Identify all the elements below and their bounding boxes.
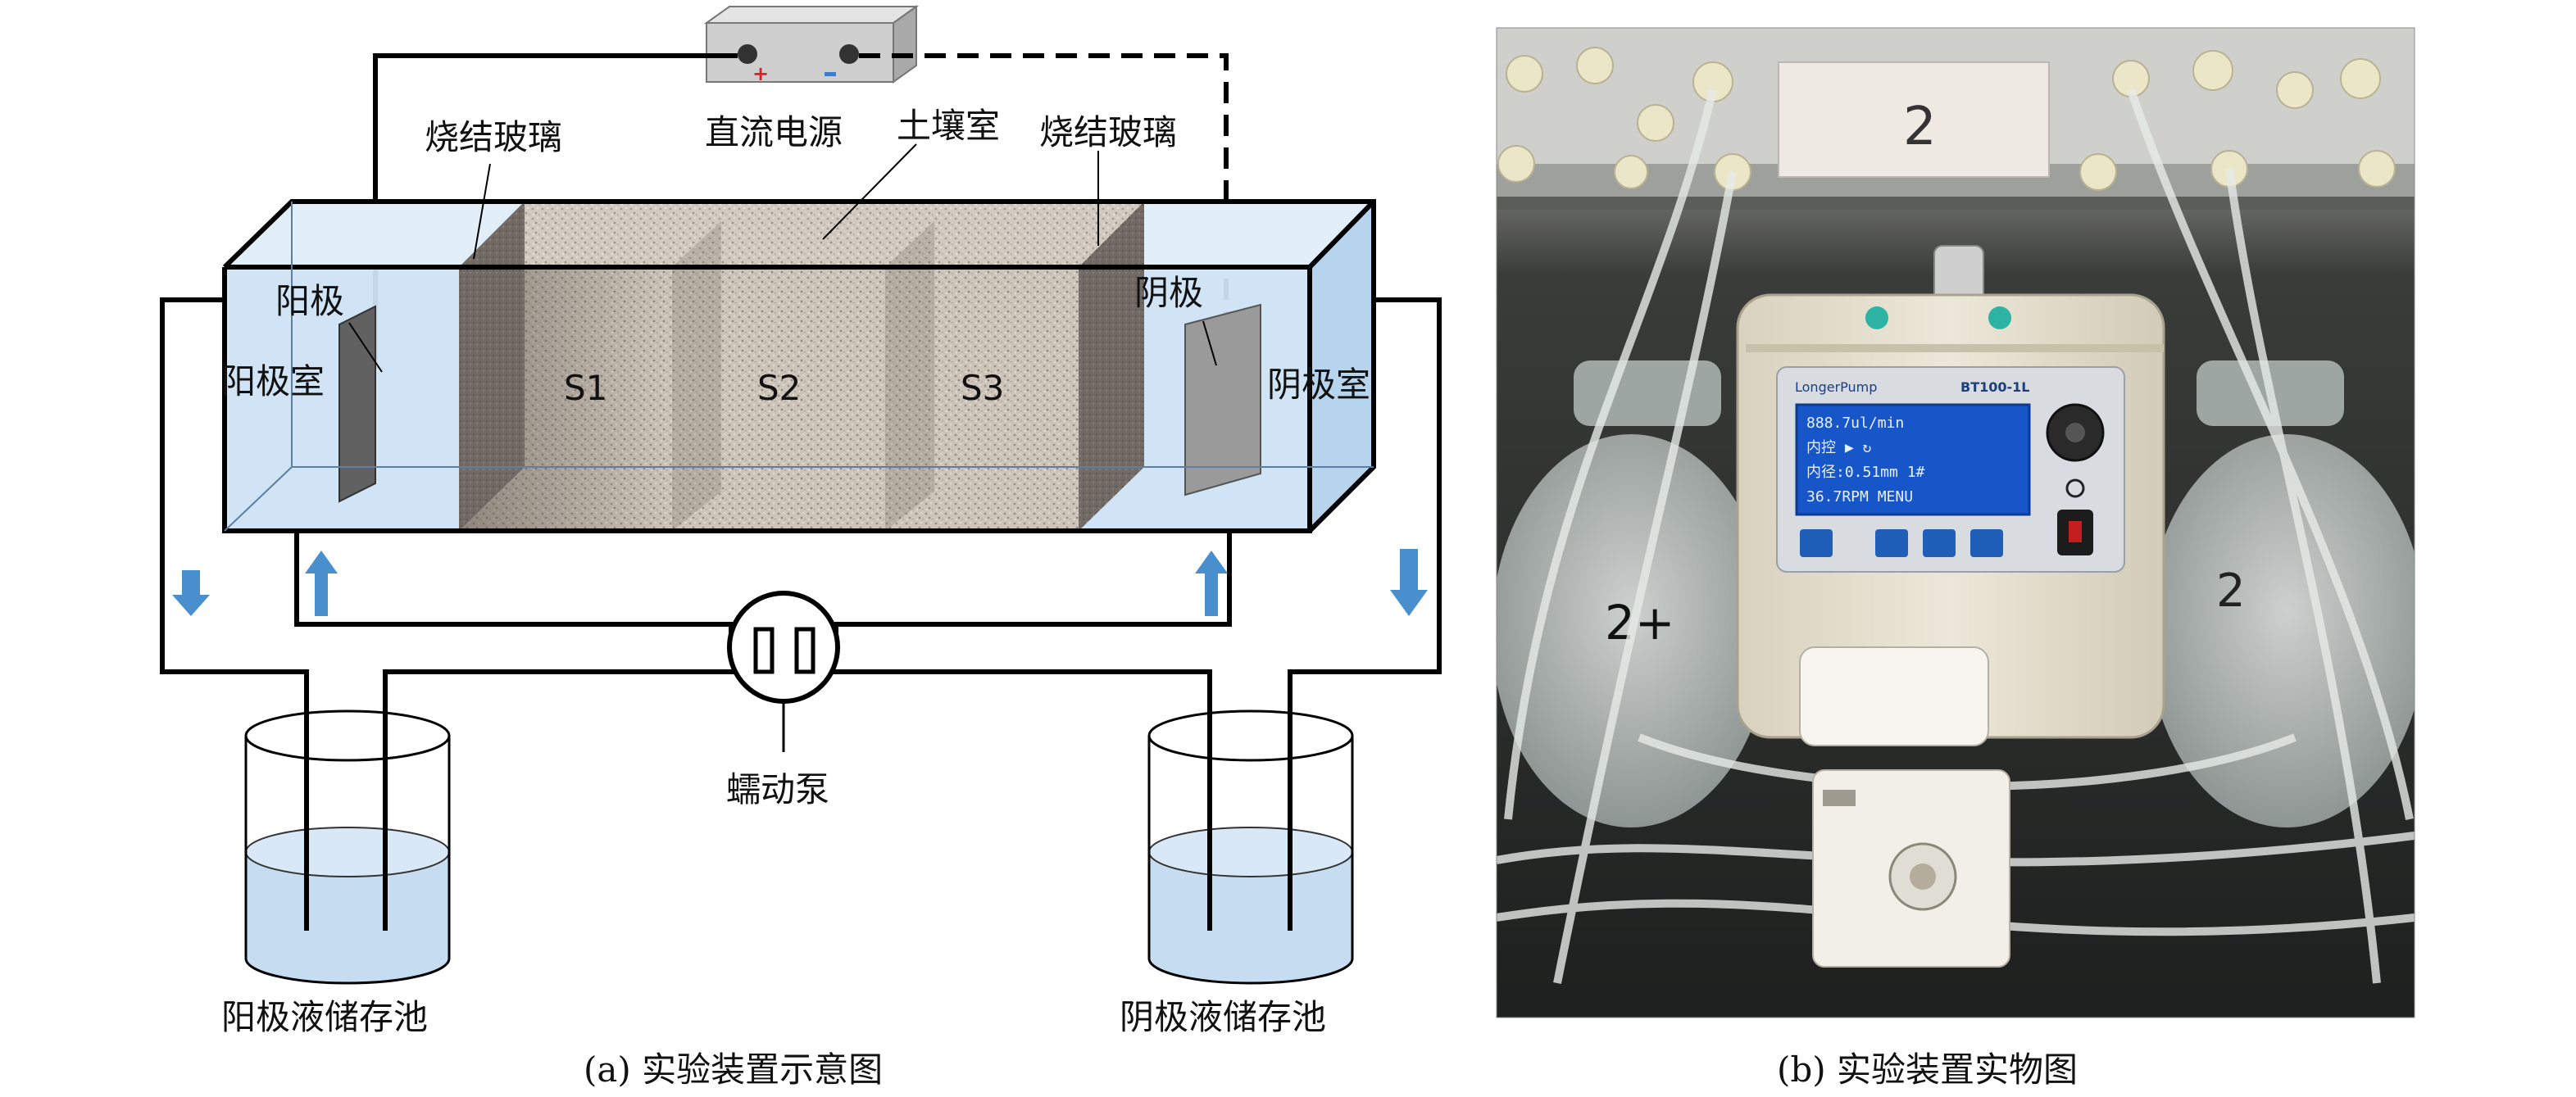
- photo-panel: 2 2+ 2: [1496, 27, 2415, 1090]
- lcd-line-1: 888.7ul/min: [1806, 415, 1904, 432]
- section-s3-label: S3: [961, 368, 1004, 408]
- lcd-screen: [1795, 403, 2031, 516]
- anode-plate: [338, 305, 376, 503]
- tank: [222, 199, 1376, 533]
- anode-reservoir-label: 阳极液储存池: [221, 997, 428, 1037]
- arrow-up-left: [305, 551, 338, 616]
- leader-lines: [348, 143, 1217, 373]
- power-icon: [2065, 478, 2085, 498]
- anode-chamber-label: 阳极室: [221, 361, 325, 401]
- arrow-up-right: [1195, 551, 1228, 616]
- tube-clip-right: [1988, 306, 2011, 329]
- cathode-reservoir-label: 阴极液储存池: [1120, 997, 1326, 1037]
- cathode-chamber-label: 阴极室: [1267, 365, 1370, 405]
- sintered-glass-right-label: 烧结玻璃: [1039, 112, 1177, 152]
- pump-head-logo: [1823, 790, 1856, 806]
- peristaltic-pump-photo: LongerPump BT100-1L 888.7ul/min 内控 ▶ ↻ 内…: [1736, 245, 2165, 968]
- cathode-plate: [1184, 303, 1261, 496]
- caption-a: (a) 实验装置示意图: [584, 1049, 883, 1090]
- section-s2-label: S2: [757, 368, 801, 408]
- bottle-label: 2: [1903, 97, 1937, 157]
- anode-reservoir: [244, 672, 451, 985]
- lcd-line-3: 内径:0.51mm 1#: [1806, 464, 1925, 481]
- bottle-label-card: [1778, 61, 2050, 178]
- lcd-line-2: 内控 ▶ ↻: [1806, 439, 1872, 456]
- panel-button-3[interactable]: [1923, 529, 1956, 557]
- panel-button-4[interactable]: [1970, 529, 2003, 557]
- tank-frame: [222, 199, 1376, 533]
- anode-label: 阳极: [275, 281, 344, 321]
- cathode-label: 阴极: [1134, 273, 1203, 313]
- sintered-glass-right: [1079, 202, 1144, 531]
- flow-arrows: [172, 549, 1428, 616]
- panel-button-1[interactable]: [1800, 529, 1833, 557]
- panel-button-2[interactable]: [1875, 529, 1908, 557]
- sintered-glass-left-label: 烧结玻璃: [425, 117, 562, 157]
- tank-hidden-edges: [224, 202, 1374, 532]
- pump-label: 蠕动泵: [726, 769, 829, 809]
- schematic-labels: 直流电源 烧结玻璃 土壤室 烧结玻璃 阳极 阳极室 阴极 阴极室 S1 S2 S…: [221, 106, 1370, 1037]
- negative-terminal: [839, 44, 859, 64]
- cathode-reservoir: [1147, 672, 1354, 985]
- schematic-panel: +: [160, 5, 1442, 1090]
- sintered-glass-left: [459, 202, 525, 531]
- pump-brand: LongerPump: [1795, 379, 1877, 395]
- tube-clip-left: [1865, 306, 1888, 329]
- lcd-line-4: 36.7RPM MENU: [1806, 488, 1913, 505]
- arrow-down-left: [172, 570, 210, 616]
- pump-head-clamp: [1799, 646, 1989, 746]
- section-s1-label: S1: [564, 368, 607, 408]
- soil-chamber-label: 土壤室: [897, 106, 1000, 146]
- panel-buttons: [1800, 529, 2003, 557]
- svg-text:+: +: [752, 62, 769, 85]
- positive-terminal: [738, 44, 757, 64]
- caption-b: (b) 实验装置实物图: [1777, 1049, 2078, 1090]
- power-supply-label: 直流电源: [705, 112, 843, 152]
- power-supply: +: [703, 5, 920, 85]
- arrow-down-right: [1390, 549, 1428, 616]
- pump-model: BT100-1L: [1960, 379, 2029, 395]
- peristaltic-pump-symbol: [727, 591, 840, 752]
- right-flask-label: 2: [2216, 564, 2246, 618]
